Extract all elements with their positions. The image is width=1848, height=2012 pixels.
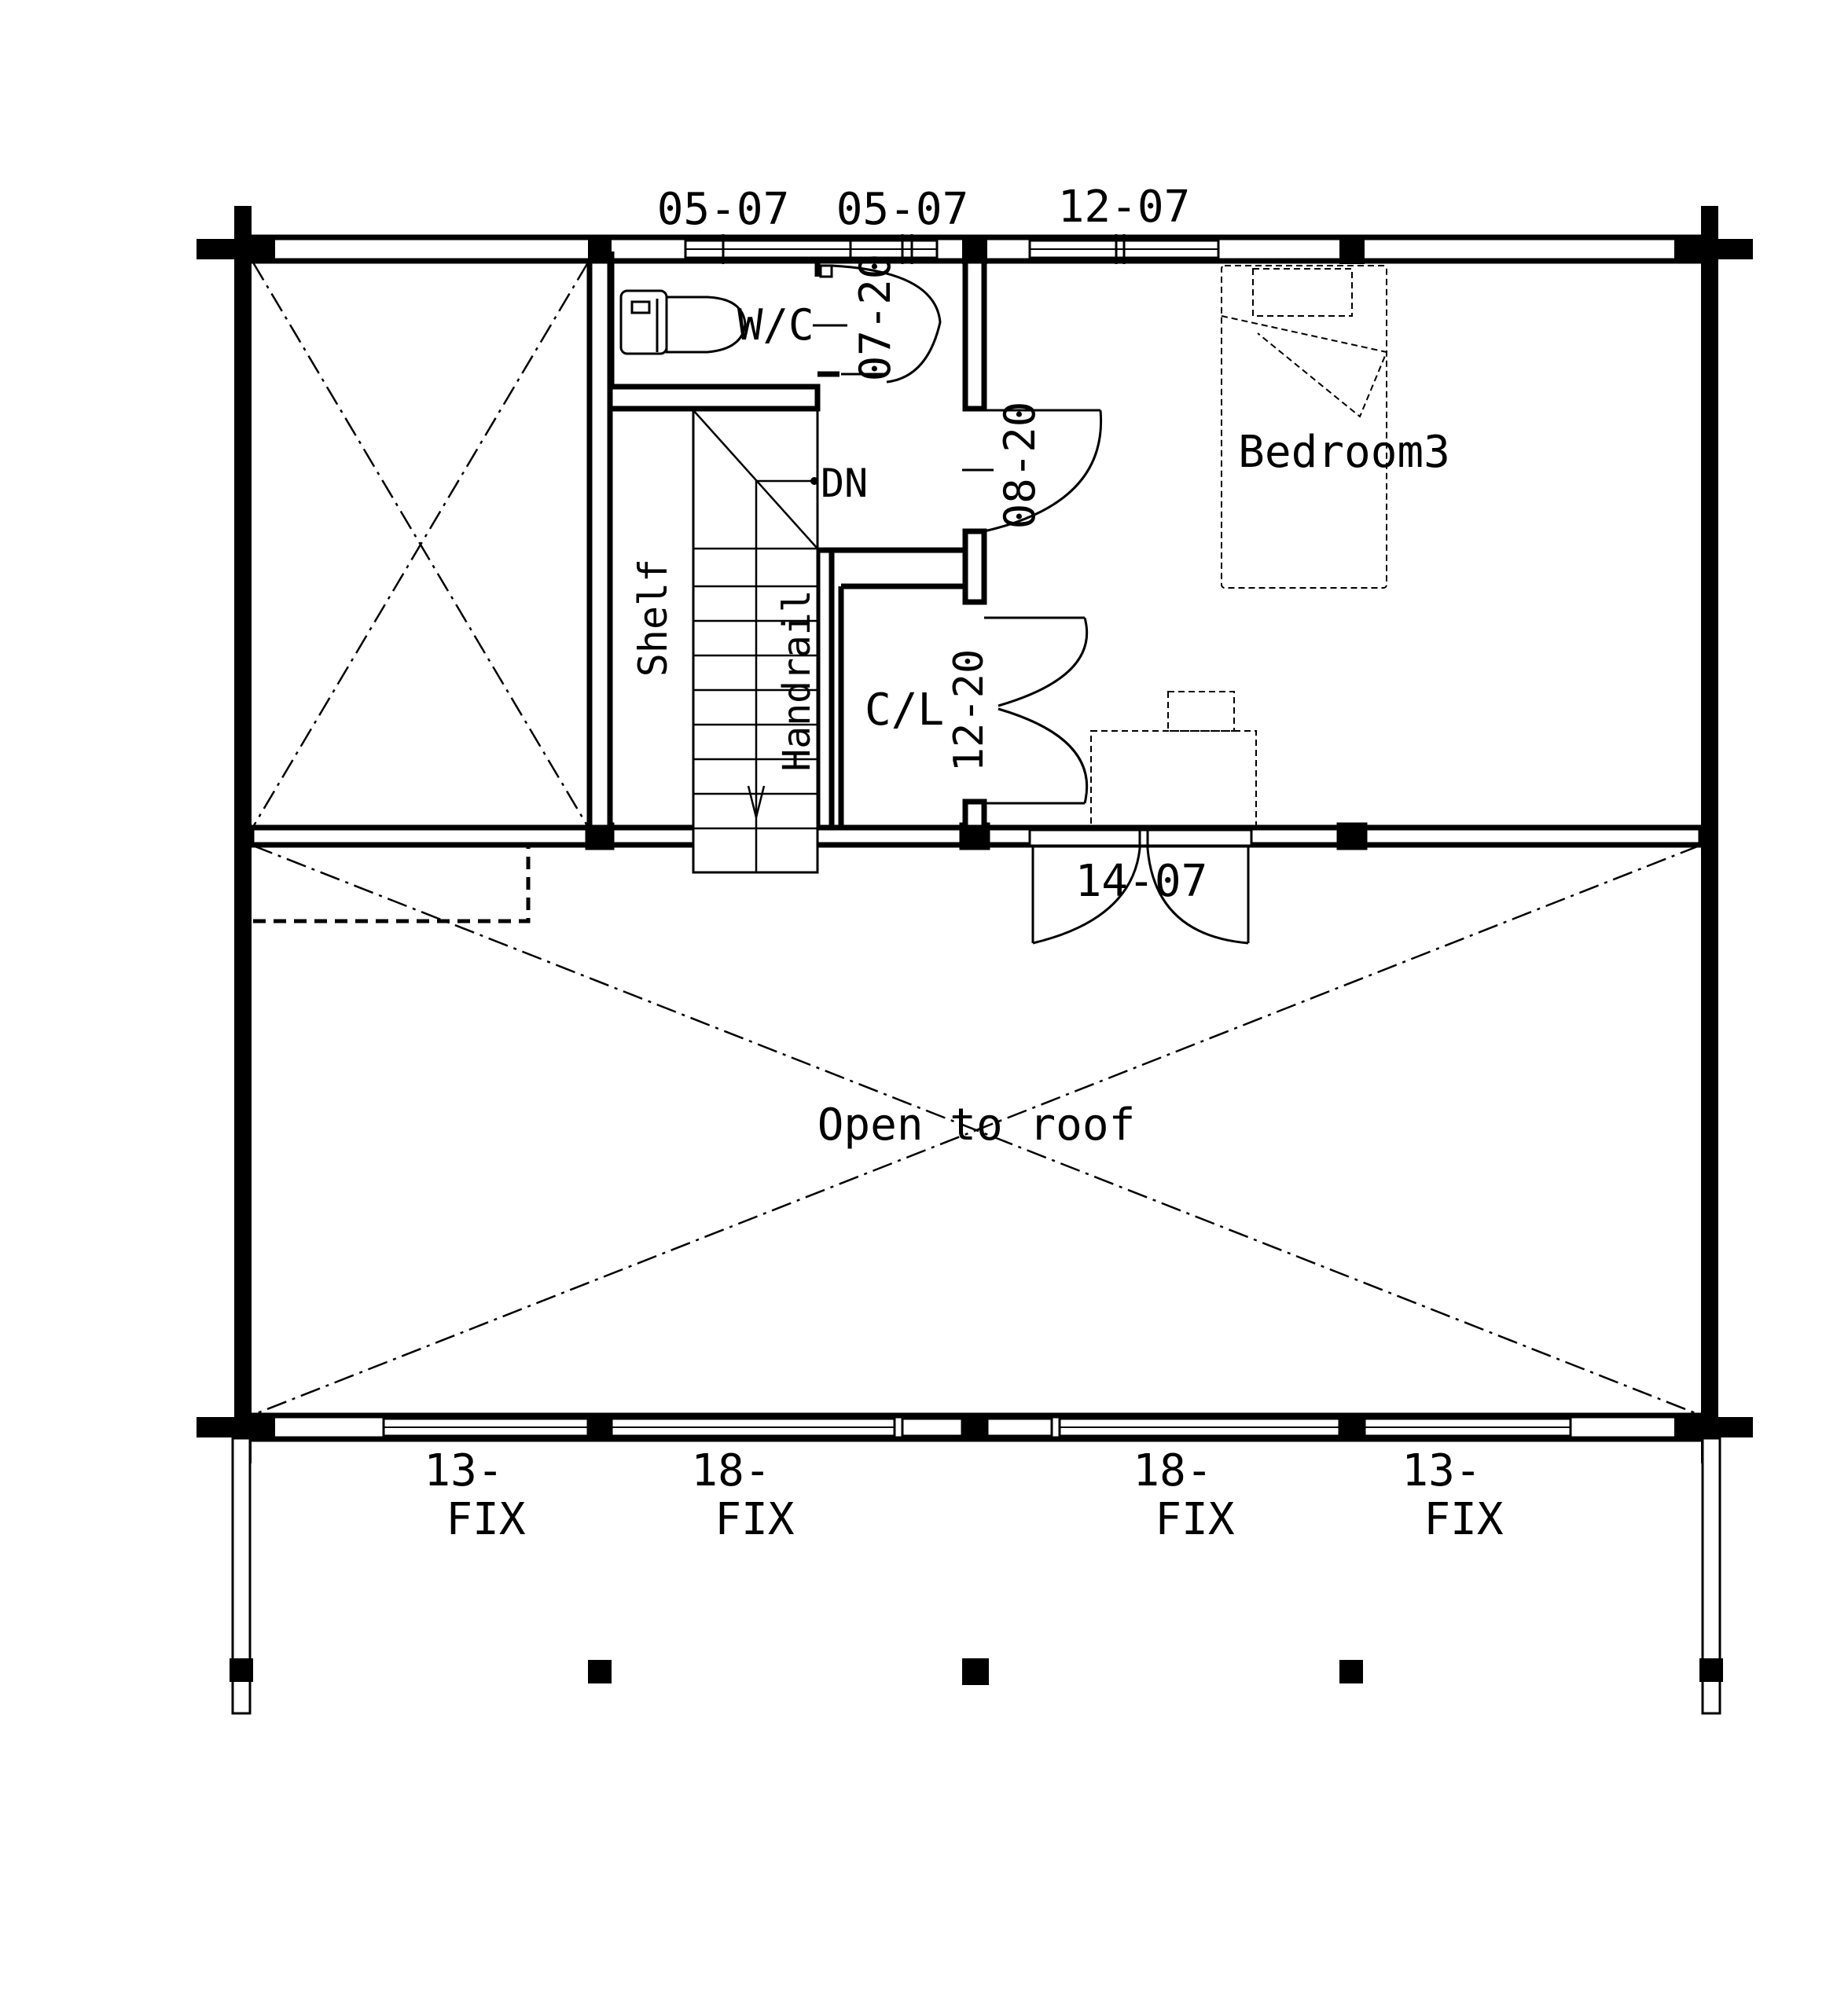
wc-door [819,264,942,384]
label-open-area: Open to roof [817,1100,1136,1151]
open-roof-x [252,844,1700,1416]
label-win-b3-type: FIX [1155,1494,1234,1545]
label-win-b3-size: 18- [1133,1445,1212,1496]
post-bot-3 [1339,1413,1365,1441]
label-closet: C/L [865,685,944,736]
hall-door [983,409,1103,533]
label-win-b2-size: 18- [691,1445,770,1496]
label-window-top-1: 05-07 [657,184,790,235]
dashed-outline [253,847,531,923]
label-shelf: Shelf [630,559,676,677]
bottom-windows [382,1417,1572,1437]
label-dn: DN [821,461,868,506]
label-win-b4-size: 13- [1402,1445,1481,1496]
label-win-b1-type: FIX [446,1494,525,1545]
stairs [692,409,819,874]
wall-right [1701,206,1718,1463]
loft-x [252,262,590,828]
corner-tr [1674,239,1753,259]
wall-left [234,206,252,1463]
balcony-door [1028,825,1253,945]
label-bedroom: Bedroom3 [1238,427,1450,478]
label-win-b1-size: 13- [424,1445,503,1496]
desk-icon [1090,691,1257,828]
label-wc-door: 07-20 [851,254,900,382]
label-window-top-3: 12-07 [1058,182,1191,233]
labels: 05-07 05-07 12-07 W/C 07-20 08-20 DN Bed… [424,182,1503,1545]
bed-icon [1221,265,1388,589]
post-bot-1 [588,1413,612,1441]
stair-arrow-icon [747,785,766,818]
closet-doors [984,616,1089,805]
wall-loft-right [586,258,613,831]
top-windows [684,234,1220,264]
toilet-icon [619,289,747,355]
label-closet-door: 12-20 [946,649,993,773]
corner-tl [197,239,275,259]
label-win-b2-type: FIX [715,1494,794,1545]
corner-br [1674,1417,1753,1437]
label-hall-door: 08-20 [995,402,1045,530]
corner-bl [197,1417,275,1437]
label-win-b4-type: FIX [1424,1494,1503,1545]
post-bot-2 [962,1413,987,1441]
post-top-3 [1339,236,1365,264]
label-handrail: Handrail [775,589,819,771]
porch [230,1437,1723,1715]
label-balcony-door: 14-07 [1075,856,1208,907]
label-wc: W/C [737,300,814,350]
label-window-top-2: 05-07 [836,184,969,235]
